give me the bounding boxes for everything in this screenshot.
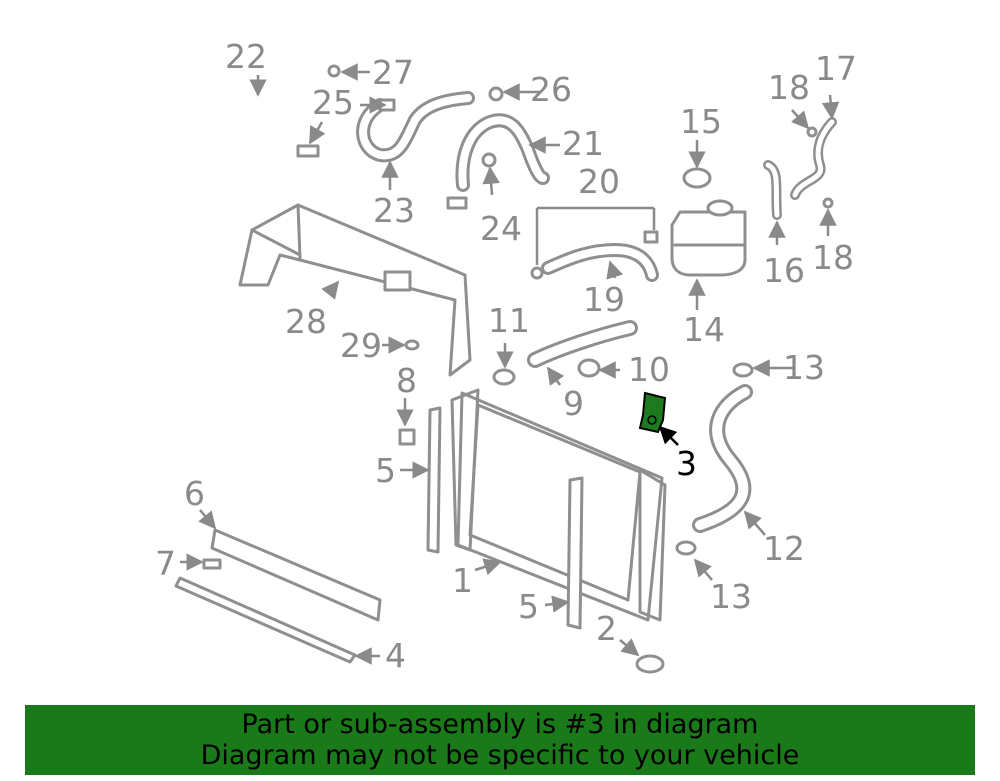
banner-line-1: Part or sub-assembly is #3 in diagram xyxy=(241,709,759,740)
callout-2: 2 xyxy=(596,609,617,648)
callout-4: 4 xyxy=(385,636,406,675)
part-15-cap xyxy=(682,167,712,189)
part-21-hose xyxy=(455,113,550,192)
part-12-hose xyxy=(692,384,753,533)
callout-5-left: 5 xyxy=(375,451,396,490)
callout-10: 10 xyxy=(628,350,670,389)
callout-25: 25 xyxy=(312,83,354,122)
parts-diagram: 22 27 25 26 21 23 24 20 15 18 17 16 18 1… xyxy=(155,37,857,675)
callout-15: 15 xyxy=(680,102,722,141)
callout-21: 21 xyxy=(562,124,604,163)
callout-6: 6 xyxy=(184,474,205,513)
callout-5-right: 5 xyxy=(518,587,539,626)
part-5-seal-right xyxy=(566,476,584,630)
callout-13-bottom: 13 xyxy=(710,577,752,616)
callout-19: 19 xyxy=(583,280,625,319)
part-14-reservoir xyxy=(670,199,747,277)
callout-7: 7 xyxy=(155,544,176,583)
callout-24: 24 xyxy=(480,209,522,248)
callout-23: 23 xyxy=(373,191,415,230)
callout-13-top: 13 xyxy=(783,348,825,387)
callout-29: 29 xyxy=(340,326,382,365)
part-3-bracket xyxy=(638,391,667,434)
clamps xyxy=(202,64,834,674)
callout-14: 14 xyxy=(683,310,725,349)
callout-9: 9 xyxy=(563,384,584,423)
callout-11: 11 xyxy=(488,301,530,340)
part-19-hose xyxy=(541,242,659,282)
part-23-hose xyxy=(356,91,475,163)
part-9-hose xyxy=(527,320,638,368)
part-16-hose xyxy=(763,160,782,220)
callout-18-top: 18 xyxy=(768,68,810,107)
callout-26: 26 xyxy=(530,70,572,109)
callout-16: 16 xyxy=(763,251,805,290)
callout-20: 20 xyxy=(578,162,620,201)
part-28-shroud xyxy=(238,203,472,377)
callout-labels: 22 27 25 26 21 23 24 20 15 18 17 16 18 1… xyxy=(155,37,857,675)
part-1-radiator xyxy=(450,388,667,622)
callout-3: 3 xyxy=(676,444,697,483)
callout-22: 22 xyxy=(225,37,267,76)
part-17-hose xyxy=(790,117,837,200)
info-banner: Part or sub-assembly is #3 in diagram Di… xyxy=(25,705,975,775)
callout-27: 27 xyxy=(372,53,414,92)
callout-8: 8 xyxy=(396,361,417,400)
part-22-hose xyxy=(246,74,309,156)
callout-12: 12 xyxy=(763,529,805,568)
leader-lines xyxy=(180,63,840,665)
part-6-baffle xyxy=(210,528,382,622)
callout-28: 28 xyxy=(285,302,327,341)
banner-line-2: Diagram may not be specific to your vehi… xyxy=(200,740,800,771)
callout-1: 1 xyxy=(452,561,473,600)
callout-17: 17 xyxy=(815,49,857,88)
callout-18-bottom: 18 xyxy=(812,238,854,277)
part-4-baffle xyxy=(174,576,357,664)
part-5-seal-left xyxy=(426,406,442,554)
